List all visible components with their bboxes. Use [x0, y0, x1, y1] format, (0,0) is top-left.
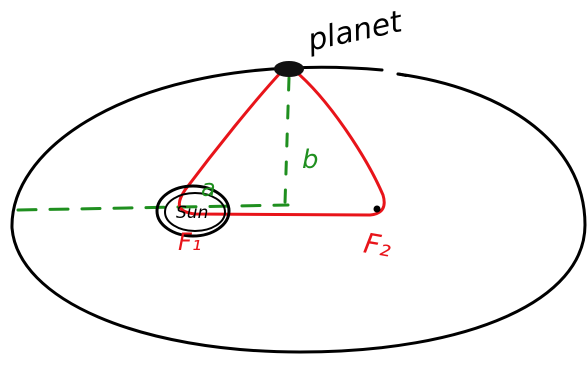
focus-2-label: F₂ — [361, 226, 394, 263]
sun-label: Sun — [176, 203, 208, 223]
planet-label: planet — [304, 4, 406, 58]
orbit-ellipse — [10, 65, 587, 354]
focus-2-dot — [373, 205, 381, 213]
focal-distance-triangle — [177, 68, 386, 217]
orbit-ellipse-end — [396, 72, 408, 77]
semi-minor-label: b — [302, 145, 319, 175]
sun-circle — [155, 184, 231, 238]
semi-major-label: a — [201, 174, 216, 202]
semi-minor-axis-dashed — [283, 76, 291, 205]
sun-inner-circle — [164, 192, 226, 232]
planet-dot — [274, 61, 304, 77]
semi-major-axis-dashed — [16, 203, 290, 212]
focus-1-label: F₁ — [178, 228, 201, 256]
